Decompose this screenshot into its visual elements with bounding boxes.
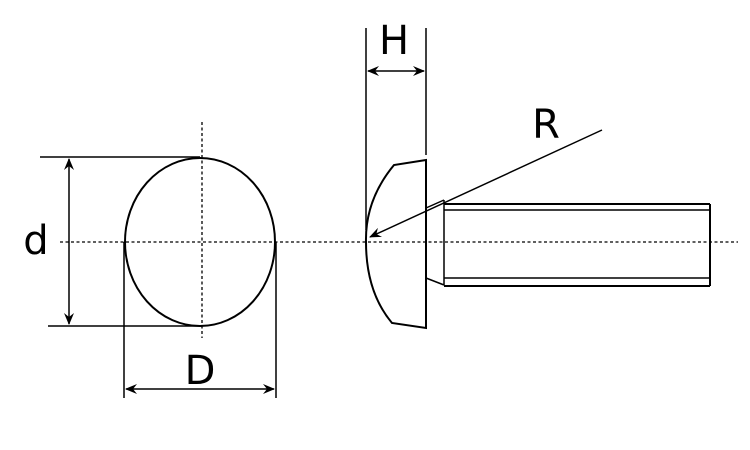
- shank-diameter-dimension: d: [23, 156, 202, 327]
- screw-side-view: [364, 158, 711, 330]
- label-d: d: [23, 218, 48, 264]
- label-R: R: [532, 102, 560, 148]
- head-end-view: [124, 122, 276, 338]
- head-diameter-dimension: D: [123, 242, 277, 398]
- head-height-dimension: H: [365, 18, 427, 230]
- label-H: H: [379, 18, 409, 64]
- neck-bottom: [425, 277, 445, 286]
- label-D: D: [185, 348, 216, 394]
- head-profile: [364, 158, 427, 330]
- radius-leader-line: [369, 129, 603, 238]
- neck-top: [425, 199, 445, 209]
- radius-leader: R: [369, 102, 603, 238]
